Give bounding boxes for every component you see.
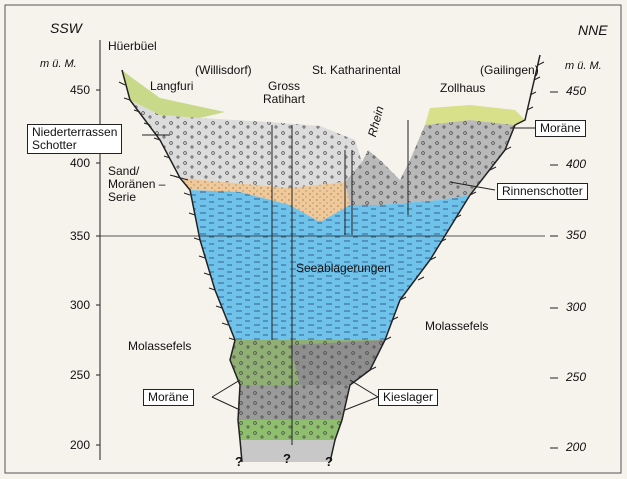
label-sand-moraenen: Sand/ Moränen – Serie bbox=[104, 164, 169, 205]
label-niederterrassen: Niederterrassen Schotter bbox=[27, 124, 122, 154]
direction-ssw: SSW bbox=[50, 22, 82, 35]
left-tick-350: 350 bbox=[70, 230, 90, 243]
unknown-mark-1: ? bbox=[235, 455, 243, 468]
left-tick-250: 250 bbox=[70, 369, 90, 382]
right-tick-450: 450 bbox=[566, 85, 586, 98]
label-molassefels-right: Molassefels bbox=[425, 320, 488, 333]
left-tick-400: 400 bbox=[70, 157, 90, 170]
right-tick-200: 200 bbox=[566, 441, 586, 454]
place-zollhaus: Zollhaus bbox=[440, 82, 485, 95]
right-tick-400: 400 bbox=[566, 158, 586, 171]
place-st-katharinental: St. Katharinental bbox=[312, 64, 401, 77]
unit-left: m ü. M. bbox=[40, 58, 77, 71]
label-rinnenschotter: Rinnenschotter bbox=[497, 183, 588, 200]
right-tick-300: 300 bbox=[566, 301, 586, 314]
label-seeablagerungen: Seeablagerungen bbox=[296, 262, 391, 275]
right-tick-350: 350 bbox=[566, 229, 586, 242]
label-moraene-bottom: Moräne bbox=[143, 389, 194, 406]
label-molassefels-left: Molassefels bbox=[128, 340, 191, 353]
right-tick-250: 250 bbox=[566, 371, 586, 384]
place-willisdorf: (Willisdorf) bbox=[195, 64, 252, 77]
place-gross-ratihart: Gross Ratihart bbox=[263, 80, 305, 106]
unknown-mark-3: ? bbox=[325, 455, 333, 468]
left-tick-450: 450 bbox=[70, 84, 90, 97]
right-axis-ticks bbox=[550, 92, 558, 448]
label-kieslager: Kieslager bbox=[378, 389, 438, 406]
place-langfuri: Langfuri bbox=[150, 80, 193, 93]
direction-nne: NNE bbox=[578, 24, 608, 37]
unit-right: m ü. M. bbox=[565, 60, 602, 73]
place-gailingen: (Gailingen) bbox=[480, 64, 539, 77]
left-tick-300: 300 bbox=[70, 299, 90, 312]
place-hueerbuel: Hüerbüel bbox=[108, 40, 157, 53]
left-tick-200: 200 bbox=[70, 439, 90, 452]
unknown-mark-2: ? bbox=[283, 452, 291, 465]
label-moraene-top: Moräne bbox=[535, 120, 586, 137]
